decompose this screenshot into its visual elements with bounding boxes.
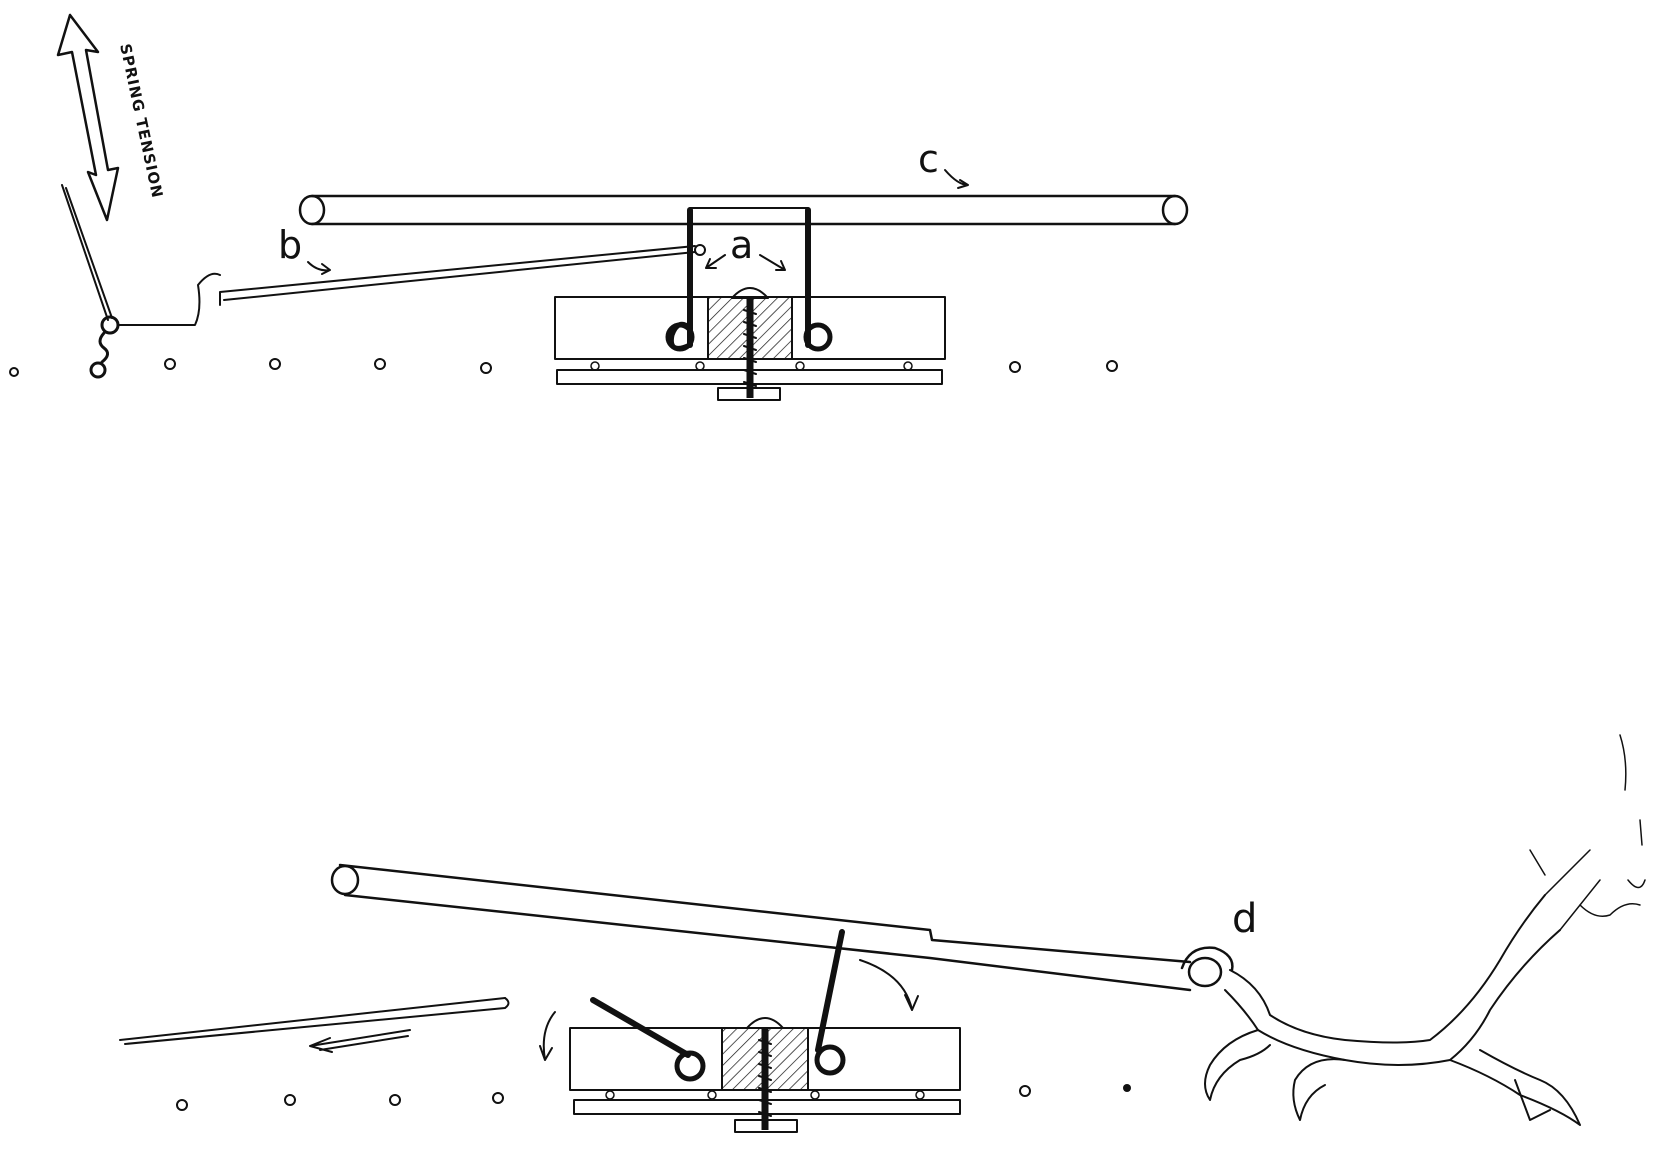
swing-arrow-left (539, 1011, 556, 1061)
trigger-wire-b (219, 245, 696, 306)
label-d: d (1232, 896, 1257, 942)
spring-tension-label: SPRING TENSION (116, 42, 166, 200)
spring-eye (89, 315, 120, 379)
bottom-figure: d (119, 734, 1646, 1133)
base-block-top (554, 287, 946, 401)
spring-wire (61, 184, 109, 321)
spring-arms-a (665, 207, 833, 352)
label-c-arrow (944, 169, 969, 189)
perch-rod-tilted (330, 863, 1192, 992)
base-block-bottom (569, 1017, 961, 1133)
label-b-arrow (307, 261, 331, 275)
label-a-arrow-right (759, 254, 786, 271)
spring-tension-arrow: SPRING TENSION (56, 13, 166, 222)
perch-rod-c (298, 194, 1189, 226)
label-b: b (278, 223, 302, 267)
label-c: c (918, 137, 939, 181)
dots-row-top (9, 358, 1118, 377)
dots-row-bottom (176, 1084, 1131, 1111)
label-a: a (730, 223, 753, 267)
top-figure: SPRING TENSION b c (9, 13, 1189, 401)
bird-foot-icon (1180, 734, 1646, 1126)
released-wire (119, 997, 506, 1041)
trigger-cord (117, 272, 221, 326)
swing-arrow-right (859, 959, 919, 1011)
label-a-arrow-left (705, 254, 726, 269)
